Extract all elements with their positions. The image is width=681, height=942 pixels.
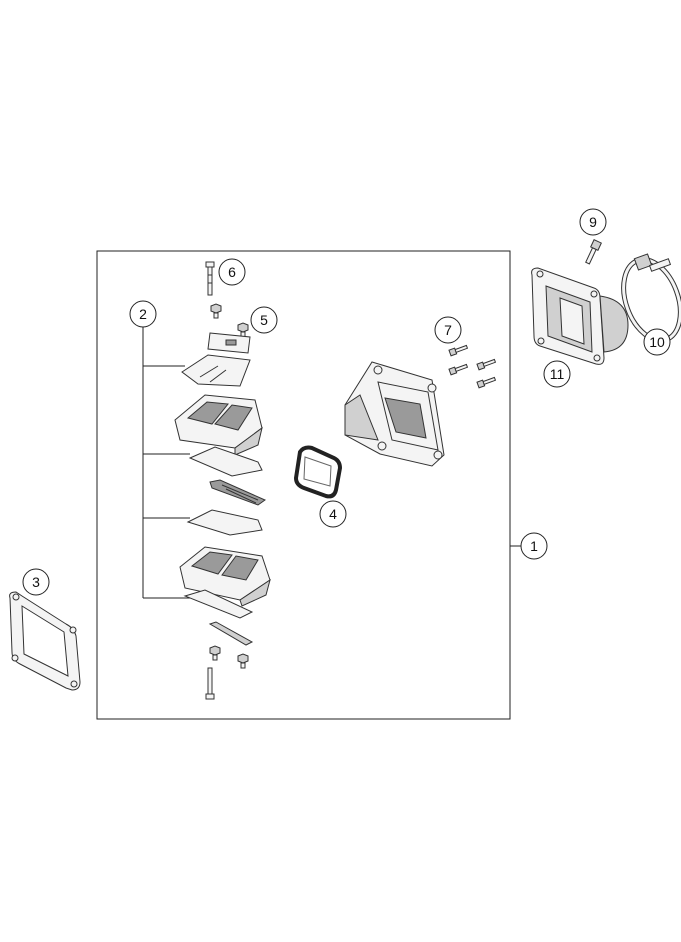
bottom-retainer-bar <box>208 621 254 646</box>
callout-label: 11 <box>550 366 565 382</box>
callout-label: 7 <box>444 322 452 338</box>
callout-7: 7 <box>434 316 462 344</box>
bottom-long-bolt <box>205 667 215 700</box>
callout-6: 6 <box>218 258 246 286</box>
callout-label: 1 <box>530 538 538 554</box>
bolts-part-7 <box>448 344 497 389</box>
callout-label: 6 <box>228 264 236 280</box>
callout-label: 4 <box>329 506 337 522</box>
bolt-part-9 <box>585 239 602 265</box>
reed-plate-bottom <box>183 589 254 619</box>
callout-label: 2 <box>139 306 147 322</box>
callout-4: 4 <box>319 500 347 528</box>
callout-5: 5 <box>250 306 278 334</box>
callout-label: 9 <box>589 214 597 230</box>
intake-flange-part-11 <box>531 267 629 365</box>
callout-label: 3 <box>32 574 40 590</box>
assembly-frame <box>96 250 511 720</box>
screws-part-5 <box>207 303 251 354</box>
callout-3: 3 <box>22 568 50 596</box>
callout-1: 1 <box>520 532 548 560</box>
callout-10: 10 <box>643 328 671 356</box>
reed-petal-upper <box>181 354 251 387</box>
callout-label: 10 <box>649 334 665 350</box>
callout-label: 5 <box>260 312 268 328</box>
reed-petal-lower <box>186 509 263 536</box>
callout-2: 2 <box>129 300 157 328</box>
leader-2 <box>142 327 190 599</box>
divider-plate <box>209 479 267 506</box>
reed-block-upper <box>174 394 263 456</box>
intake-manifold <box>344 361 445 467</box>
gasket-part-3 <box>9 591 81 691</box>
callout-9: 9 <box>579 208 607 236</box>
bottom-screws <box>209 645 249 669</box>
bolt-part-6 <box>205 261 215 296</box>
callout-11: 11 <box>543 360 571 388</box>
seal-ring-part-4 <box>293 445 343 499</box>
hose-clamp-part-10 <box>621 253 681 343</box>
reed-block-lower <box>179 546 271 607</box>
reed-petal-middle <box>188 446 263 477</box>
